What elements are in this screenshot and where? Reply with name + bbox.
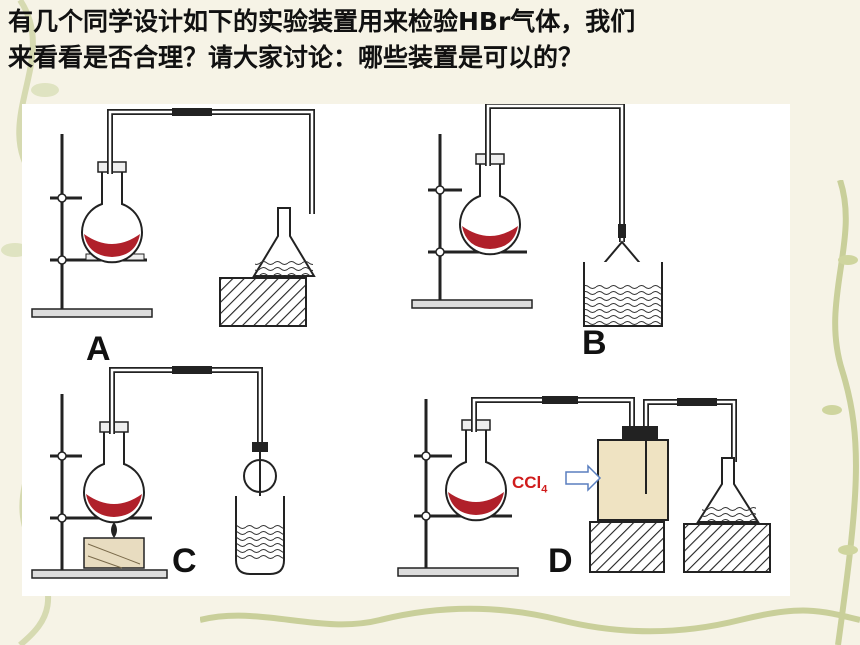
delivery-tube-c [109, 366, 263, 449]
drying-bulb-tube-c [235, 442, 285, 575]
question-text: 有几个同学设计如下的实验装置用来检验HBr气体，我们 来看看是否合理？请大家讨论… [8, 7, 636, 72]
label-c: C [172, 542, 197, 580]
delivery-tube-b [485, 104, 626, 242]
setup-a [31, 108, 316, 327]
round-flask-c [83, 421, 145, 524]
background-vine-right [822, 180, 859, 645]
delivery-tube-a [107, 108, 315, 214]
ccl4-label: CCl4 [512, 474, 547, 498]
alcohol-lamp-c [83, 522, 145, 569]
label-b: B [582, 324, 607, 362]
inverted-funnel-beaker-b [583, 240, 663, 327]
ccl4-subscript: 4 [541, 483, 548, 496]
round-flask-b [459, 153, 521, 256]
setup-b [411, 104, 663, 327]
round-flask-a [81, 161, 143, 264]
label-a: A [86, 330, 111, 368]
background-vine-bottom [200, 605, 860, 635]
label-d: D [548, 542, 573, 580]
iron-stand-c [31, 394, 168, 579]
ccl4-reagent-text: CCl [512, 473, 542, 492]
gas-washing-bottle-d [589, 398, 737, 573]
apparatus-panel: A B C D CCl4 [22, 104, 790, 596]
conical-flask-d [683, 457, 771, 573]
round-flask-d [445, 419, 507, 522]
apparatus-diagrams [31, 104, 771, 579]
setup-c [31, 366, 285, 579]
setup-d [397, 396, 771, 577]
conical-flask-a [219, 207, 316, 327]
ccl4-arrow [565, 464, 602, 492]
